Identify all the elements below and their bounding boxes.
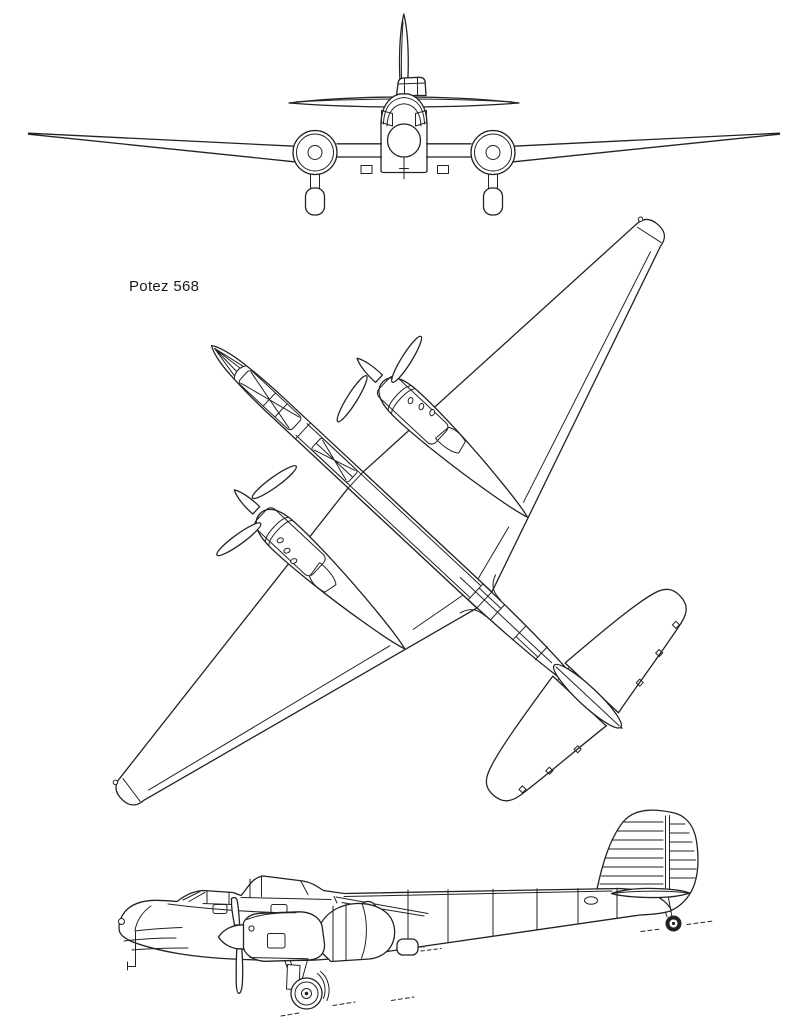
top-view <box>112 216 687 806</box>
front-view <box>27 13 781 216</box>
side-view <box>118 809 714 1017</box>
aircraft-label: Potez 568 <box>129 278 200 295</box>
